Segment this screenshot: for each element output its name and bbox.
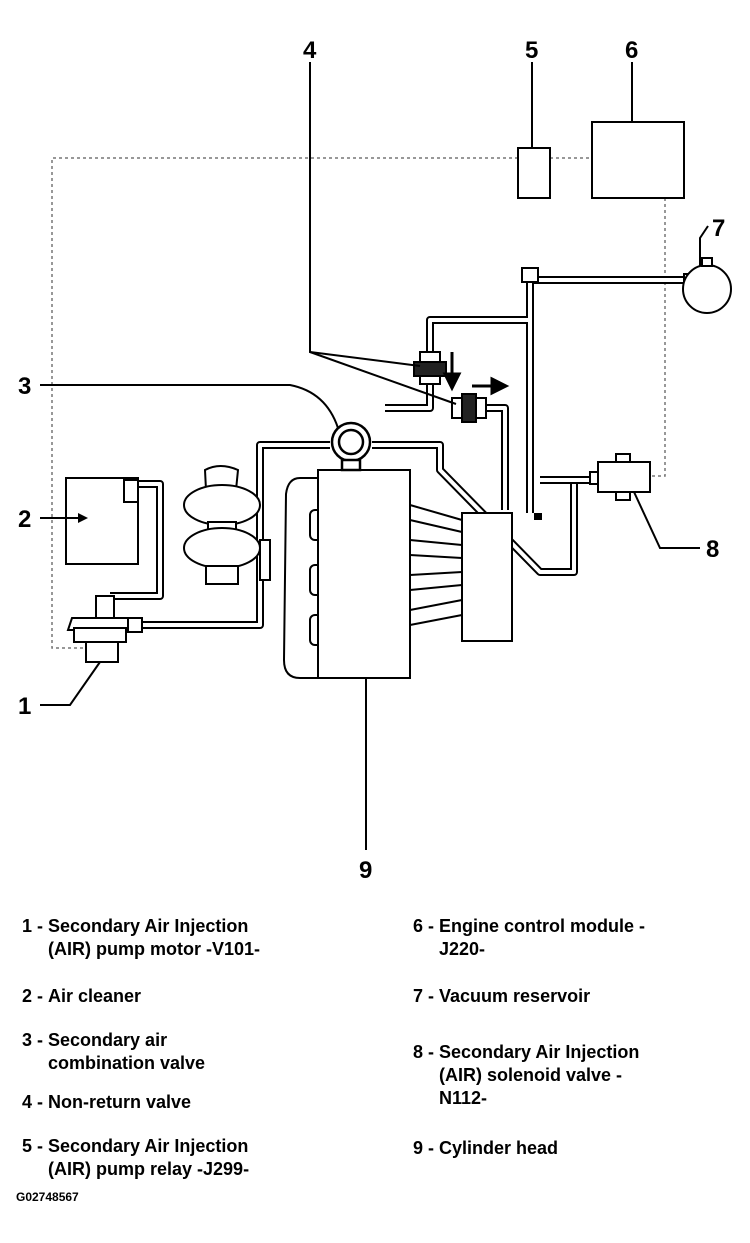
legend-item-5: 5 - Secondary Air Injection (AIR) pump r… [22,1136,250,1179]
callout-5: 5 [525,37,538,64]
legend-item-4: 4 - Non-return valve [22,1092,192,1112]
legend-item-7: 7 - Vacuum reservoir [413,986,591,1006]
exhaust-manifold [409,504,463,626]
legend-item-9: 9 - Cylinder head [413,1138,559,1158]
callout-6: 6 [625,37,638,64]
engine-control-module [591,121,685,199]
vacuum-reservoir [682,257,732,314]
exhaust-box [461,512,513,642]
legend-item-3: 3 - Secondary air combination valve [22,1030,206,1073]
callout-1: 1 [18,693,31,720]
intake-bellows [183,465,271,585]
non-return-valve-lower [451,393,487,423]
callout-9: 9 [359,857,372,880]
callout-4: 4 [303,37,317,64]
legend-item-6: 6 - Engine control module - J220- [413,916,646,959]
electrical-wiring [51,157,666,649]
callout-3: 3 [18,373,31,400]
air-solenoid-valve [589,453,651,501]
vacuum-tee [521,267,539,283]
callout-7: 7 [712,215,725,242]
legend-item-1: 1 - Secondary Air Injection (AIR) pump m… [22,916,261,959]
combination-valve [330,421,372,472]
legend-item-8: 8 - Secondary Air Injection (AIR) soleno… [413,1042,640,1108]
component-legend: 1 - Secondary Air Injection (AIR) pump m… [0,905,750,1195]
leader-lines [40,62,709,850]
air-cleaner-outlet [123,479,139,503]
cylinder-head [317,469,411,679]
non-return-valve-upper [413,351,447,385]
callout-8: 8 [706,536,719,563]
air-pump-relay [517,147,551,199]
legend-item-2: 2 - Air cleaner [22,986,142,1006]
figure-code: G02748567 [16,1190,79,1204]
leader-arrowheads [78,513,88,523]
air-pump-motor [66,595,143,663]
callout-2: 2 [18,506,31,533]
flow-arrow-down [442,352,462,392]
flow-arrow-right [472,376,510,396]
system-diagram: 1 2 3 4 5 6 7 8 9 [18,37,732,880]
